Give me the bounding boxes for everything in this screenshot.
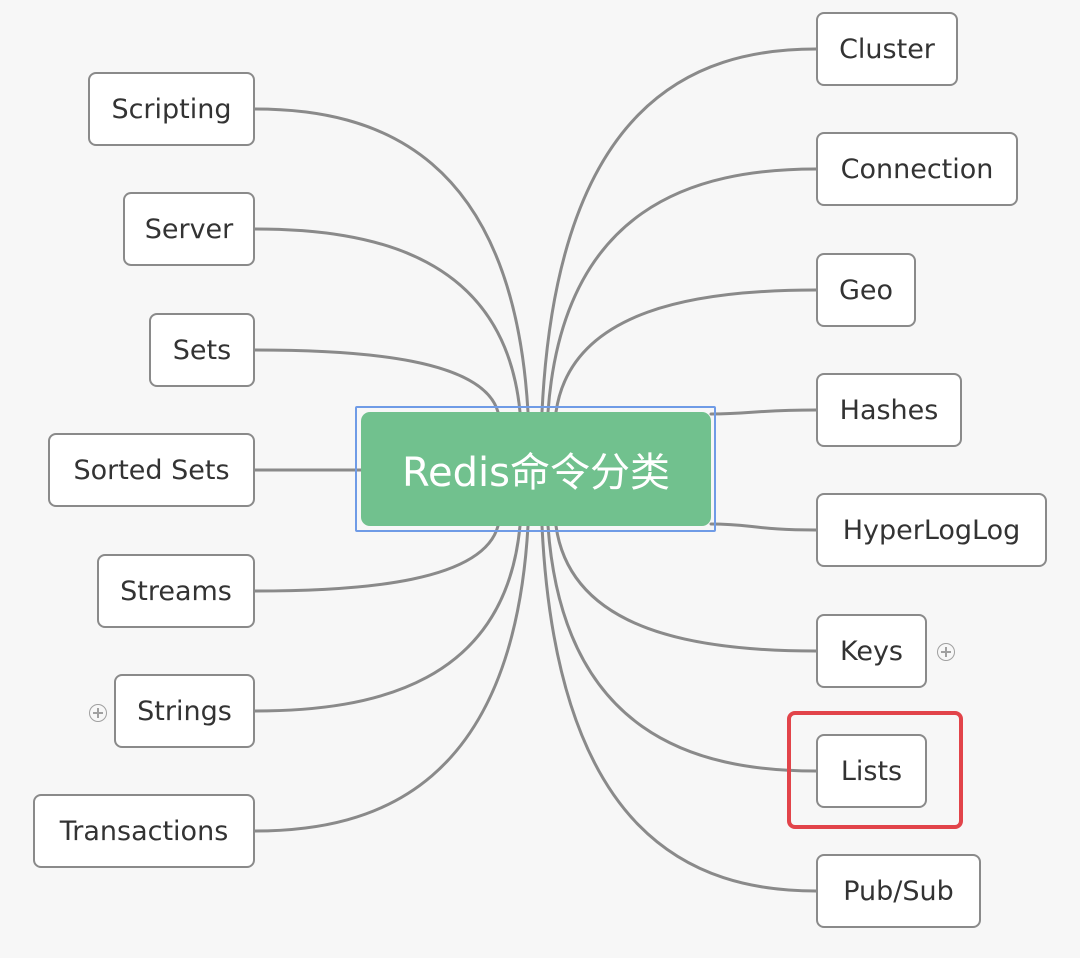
topic-hashes[interactable]: Hashes xyxy=(816,373,962,447)
connector-lists xyxy=(546,524,818,773)
topic-strings[interactable]: Strings xyxy=(114,674,255,748)
topic-pub-sub[interactable]: Pub/Sub xyxy=(816,854,981,928)
topic-transactions[interactable]: Transactions xyxy=(33,794,255,868)
topic-server[interactable]: Server xyxy=(123,192,255,266)
connector-connection xyxy=(546,167,818,414)
connector-hyperloglog xyxy=(709,522,818,532)
topic-sorted-sets[interactable]: Sorted Sets xyxy=(48,433,255,507)
topic-streams[interactable]: Streams xyxy=(97,554,255,628)
root-selection-outline xyxy=(355,406,716,532)
root-topic[interactable]: Redis命令分类 xyxy=(361,412,711,526)
topic-connection[interactable]: Connection xyxy=(816,132,1018,206)
expand-plus-icon[interactable] xyxy=(937,643,955,661)
topic-geo[interactable]: Geo xyxy=(816,253,916,327)
connector-transactions xyxy=(253,524,530,833)
connector-streams xyxy=(253,524,500,593)
topic-scripting[interactable]: Scripting xyxy=(88,72,255,146)
connector-keys xyxy=(554,524,818,653)
connector-hashes xyxy=(709,408,818,416)
topic-lists[interactable]: Lists xyxy=(816,734,927,808)
connector-strings xyxy=(253,524,522,713)
connector-sets xyxy=(253,348,500,414)
topic-hyperloglog[interactable]: HyperLogLog xyxy=(816,493,1047,567)
connector-scripting xyxy=(253,107,530,414)
expand-plus-icon[interactable] xyxy=(89,704,107,722)
topic-keys[interactable]: Keys xyxy=(816,614,927,688)
connector-pubsub xyxy=(540,524,818,893)
connector-geo xyxy=(554,288,818,414)
connector-cluster xyxy=(540,47,818,414)
topic-cluster[interactable]: Cluster xyxy=(816,12,958,86)
topic-sets[interactable]: Sets xyxy=(149,313,255,387)
connector-server xyxy=(253,227,522,414)
